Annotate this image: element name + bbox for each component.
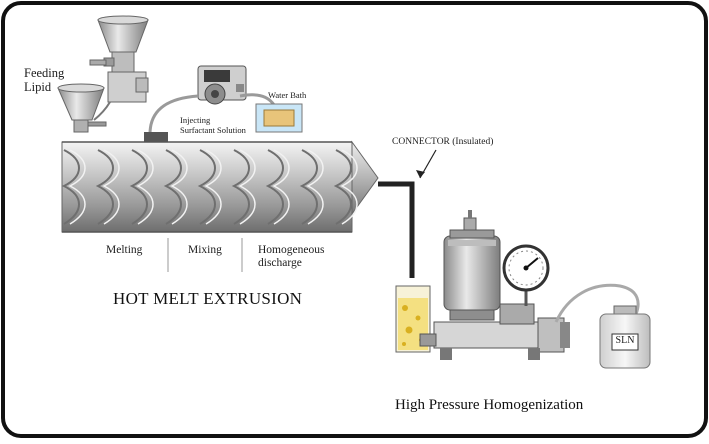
label-feeding-lipid: Feeding Lipid xyxy=(24,66,65,95)
extruder-barrel xyxy=(61,140,379,233)
label-mixing: Mixing xyxy=(188,244,222,256)
pressure-gauge-icon xyxy=(502,244,550,292)
lipid-feeder-hopper xyxy=(57,15,149,133)
high-pressure-homogenizer xyxy=(419,210,570,360)
label-melting: Melting xyxy=(106,244,143,256)
insulated-connector xyxy=(378,181,415,278)
water-bath xyxy=(255,103,303,133)
label-water-bath: Water Bath xyxy=(268,90,307,100)
title-high-pressure-homogenization: High Pressure Homogenization xyxy=(395,397,584,413)
label-sln: SLN xyxy=(615,335,635,346)
label-injecting-surfactant: Injecting Surfactant Solution xyxy=(180,115,246,135)
outlet-tube xyxy=(554,283,640,323)
sln-bottle xyxy=(599,305,651,369)
title-hot-melt-extrusion: HOT MELT EXTRUSION xyxy=(113,289,303,308)
injection-port xyxy=(144,132,168,142)
surfactant-tube xyxy=(148,94,199,135)
label-connector: CONNECTOR (Insulated) xyxy=(392,137,494,147)
label-homogeneous-discharge: Homogeneous discharge xyxy=(258,244,325,270)
screw-flights xyxy=(61,149,358,225)
surfactant-pump xyxy=(197,65,247,105)
